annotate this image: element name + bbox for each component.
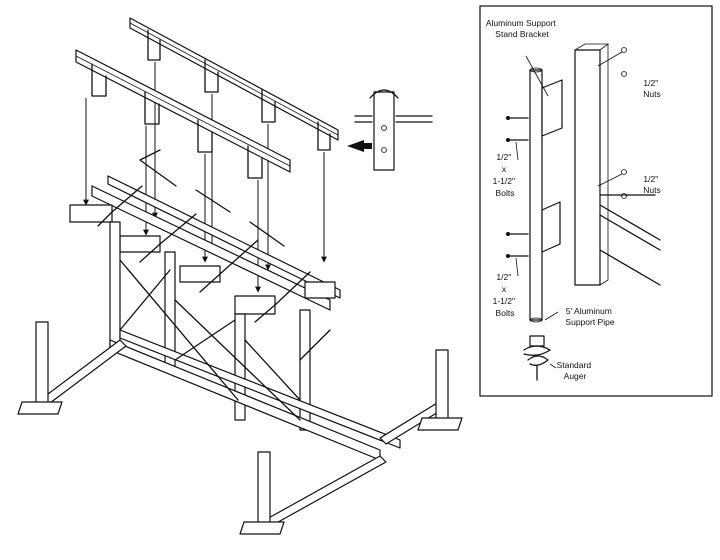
- support-pipe: [506, 67, 563, 323]
- bolts-bottom-label: 1/2" x 1-1/2" Bolts: [493, 272, 518, 318]
- auger-label: Standard Auger: [557, 360, 594, 381]
- bolts-top-label: 1/2" x 1-1/2" Bolts: [493, 152, 518, 198]
- nuts-top-label: 1/2" Nuts: [643, 78, 660, 99]
- square-post: [574, 43, 661, 286]
- pipe-label: 5' Aluminum Support Pipe: [565, 306, 614, 327]
- upper-frame: [69, 149, 341, 323]
- bracket-label: Aluminum Support Stand Bracket: [486, 18, 558, 39]
- auger: [523, 335, 551, 381]
- bunk-rail-back: [129, 17, 339, 271]
- nuts-mid-label: 1/2" Nuts: [643, 174, 660, 195]
- lower-frame: [17, 221, 463, 535]
- nuts: [621, 47, 627, 199]
- lift-frame-drawing: [17, 17, 463, 535]
- bracket-detail: [347, 89, 433, 171]
- inset-panel: Aluminum Support Stand Bracket 1/2" Nuts…: [479, 5, 713, 397]
